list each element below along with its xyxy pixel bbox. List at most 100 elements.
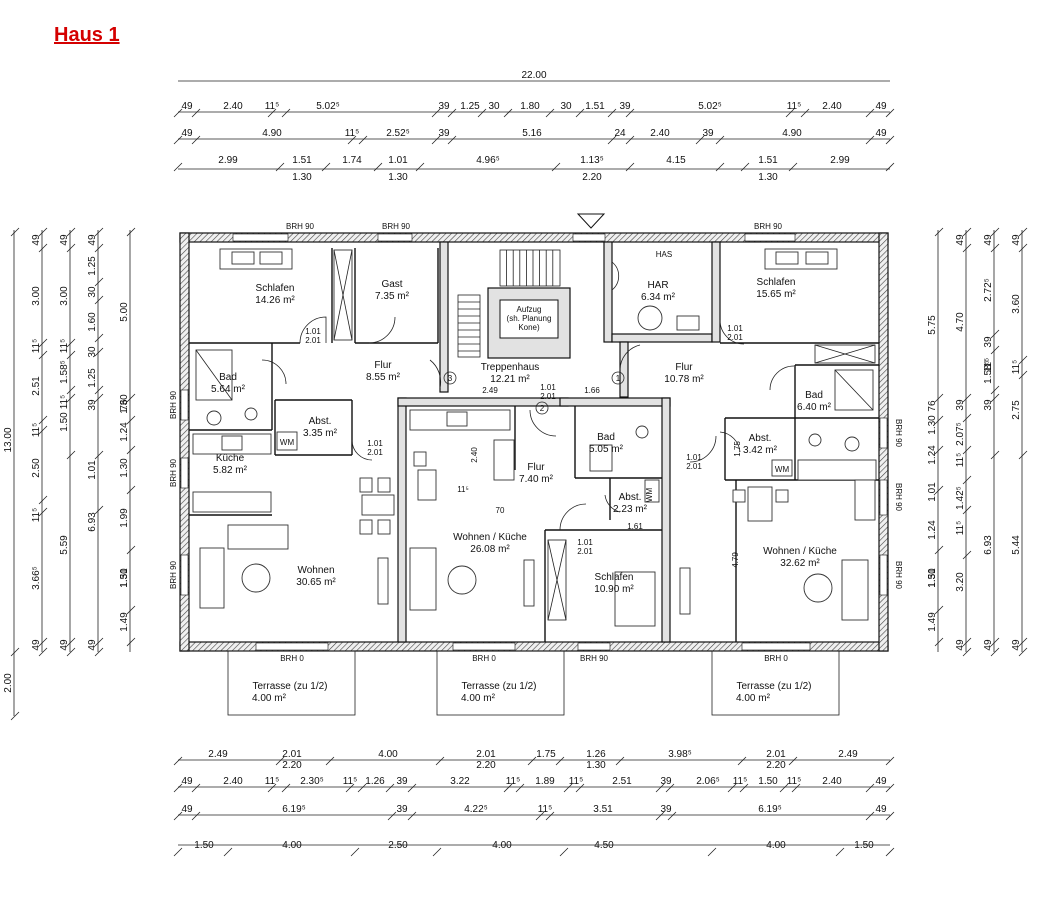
dim-label: 3.66⁵ [31, 566, 42, 590]
room-name: Treppenhaus [481, 362, 540, 373]
wm-label: WM [775, 465, 790, 474]
room-name: Wohnen / Küche [763, 546, 837, 557]
dim-note: 1.01 [305, 327, 321, 336]
dim-tick [990, 329, 1000, 339]
dim-tick [740, 162, 750, 172]
has-label: HAS [656, 250, 672, 259]
dim-label: 49 [31, 639, 42, 651]
dim-label: 3.00 [59, 286, 70, 306]
dim-tick [94, 637, 104, 647]
dim-tick [66, 338, 76, 348]
terrace-name: Terrasse (zu 1/2) [461, 681, 536, 692]
dim-tick [447, 135, 457, 145]
dim-label: 2.52⁵ [386, 128, 410, 139]
dim-tick [990, 243, 1000, 253]
dim-tick [173, 756, 183, 766]
dim-tick [432, 847, 442, 857]
dim-label: 3.22 [450, 776, 470, 787]
room-name: Gast [381, 279, 402, 290]
room-name: Schlafen [595, 572, 634, 583]
dim-note: 1.75 [733, 441, 742, 457]
dim-label: 39 [396, 804, 408, 815]
dim-label: 1.42⁵ [955, 486, 966, 510]
outer-walls [179, 232, 889, 652]
dim-label: 2.00 [3, 673, 14, 693]
dim-tick [173, 783, 183, 793]
dim-label: 1.30 [119, 568, 130, 588]
dim-tick [739, 783, 749, 793]
dim-tick [350, 847, 360, 857]
dim-label: 39 [702, 128, 714, 139]
dim-tick [934, 415, 944, 425]
dim-tick [962, 413, 972, 423]
dimension-left-col1: 13.00 2.00 [3, 227, 20, 721]
room-name: Flur [675, 362, 693, 373]
dim-tick [1018, 243, 1028, 253]
terraces [227, 650, 840, 716]
dim-tick [865, 108, 875, 118]
dim-note: 1.66 [584, 386, 600, 395]
dim-note: 1.61 [627, 522, 643, 531]
dim-tick [555, 756, 565, 766]
brh-label: BRH 0 [472, 654, 496, 663]
dim-tick [535, 811, 545, 821]
room-name: Abst. [619, 492, 642, 503]
dim-label: 6.93 [87, 512, 98, 532]
dim-label: 13.00 [3, 427, 14, 452]
room-area: 5.82 m² [213, 465, 248, 476]
dim-note: 2.40 [470, 447, 479, 463]
room-area: 10.78 m² [664, 374, 704, 385]
dim-label: 2.40 [822, 776, 842, 787]
dim-label: 2.40 [822, 101, 842, 112]
dim-label: 49 [181, 128, 193, 139]
dim-label: 49 [1011, 234, 1022, 246]
dim-label: 11⁵ [265, 776, 280, 787]
dim-note: 1.01 [577, 538, 593, 547]
dim-note: 2.01 [577, 547, 593, 556]
dim-tick [345, 783, 355, 793]
brh-label: BRH 90 [580, 654, 609, 663]
dim-label: 4.70 [955, 312, 966, 332]
dim-tick [934, 485, 944, 495]
room-area: 5.64 m² [211, 384, 246, 395]
dim-label: 49 [875, 776, 887, 787]
dim-tick [38, 647, 48, 657]
dim-label: 30 [560, 101, 572, 112]
dim-label: 2.49 [838, 749, 858, 760]
dim-tick [990, 227, 1000, 237]
dim-tick [126, 227, 136, 237]
dim-tick [267, 783, 277, 793]
dim-label: 2.40 [223, 101, 243, 112]
dim-tick [10, 227, 20, 237]
dim-label: 11⁵ [1011, 360, 1022, 375]
dim-label: 6.19⁵ [758, 804, 782, 815]
dim-label: 2.75 [1011, 400, 1022, 420]
dim-label: 2.20 [476, 760, 496, 771]
room-area: 3.35 m² [303, 428, 338, 439]
dim-label: 11⁵ [787, 101, 802, 112]
dim-label: 49 [87, 234, 98, 246]
dim-label: 1.30 [119, 394, 130, 414]
dim-note: 2.49 [482, 386, 498, 395]
room-name: Bad [805, 390, 823, 401]
room-name: Abst. [309, 416, 332, 427]
brh-label: BRH 0 [280, 654, 304, 663]
dim-note: 2.01 [686, 462, 702, 471]
dim-tick [275, 162, 285, 172]
dim-tick [94, 295, 104, 305]
dim-tick [358, 135, 368, 145]
dim-label: 3.60 [1011, 294, 1022, 314]
dim-label: 1.49 [119, 612, 130, 632]
dim-label: 30 [488, 101, 500, 112]
dim-tick [223, 847, 233, 857]
dim-label: 39 [438, 101, 450, 112]
elevator-label-2: (sh. Planung [507, 314, 552, 323]
dim-label: 5.44 [1011, 535, 1022, 555]
room-area: 5.05 m² [589, 444, 624, 455]
dim-tick [665, 783, 675, 793]
dimension-left [13, 230, 131, 716]
dim-label: 2.40 [650, 128, 670, 139]
room-area: 7.40 m² [519, 474, 554, 485]
